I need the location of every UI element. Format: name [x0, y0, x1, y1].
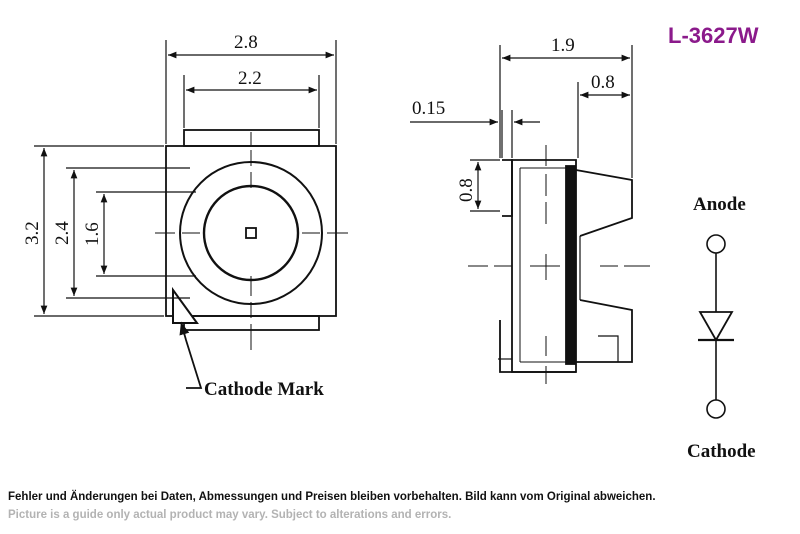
dim-depth: 1.9 [551, 35, 575, 56]
cathode-label: Cathode [687, 441, 756, 462]
dim-inner-height: 1.6 [82, 222, 103, 246]
side-view [468, 145, 650, 384]
dim-inner-width: 2.2 [238, 68, 262, 89]
anode-terminal [706, 234, 726, 254]
front-dimensions [34, 40, 337, 389]
led-dimension-drawing: L-3627W [22, 23, 759, 462]
side-lead-top [502, 159, 513, 217]
diode-symbol [698, 234, 734, 419]
side-lead-bottom [499, 320, 576, 373]
dim-mid-height: 2.4 [52, 221, 73, 245]
cathode-mark-label: Cathode Mark [204, 379, 324, 400]
dim-total-width: 2.8 [234, 32, 258, 53]
cathode-terminal [706, 399, 726, 419]
led-chip [245, 227, 257, 239]
front-center-lines [155, 132, 348, 350]
side-lens-lower [576, 299, 633, 363]
part-number: L-3627W [668, 23, 759, 48]
lens-inner-ring [202, 184, 300, 282]
footer-disclaimer-english: Picture is a guide only actual product m… [8, 509, 452, 521]
side-lens-upper [575, 169, 633, 237]
dim-lead-height: 0.8 [456, 178, 477, 202]
side-base-band [565, 165, 576, 365]
anode-label: Anode [693, 194, 746, 215]
cathode-mark-triangle [172, 286, 199, 324]
diode-triangle [698, 311, 734, 342]
footer-disclaimer-german: Fehler und Änderungen bei Daten, Abmessu… [8, 491, 656, 503]
side-dimensions [410, 45, 633, 212]
dim-lens: 0.8 [591, 72, 615, 93]
front-view [155, 129, 348, 350]
dim-total-height: 3.2 [22, 221, 43, 245]
dim-lead: 0.15 [412, 98, 445, 119]
